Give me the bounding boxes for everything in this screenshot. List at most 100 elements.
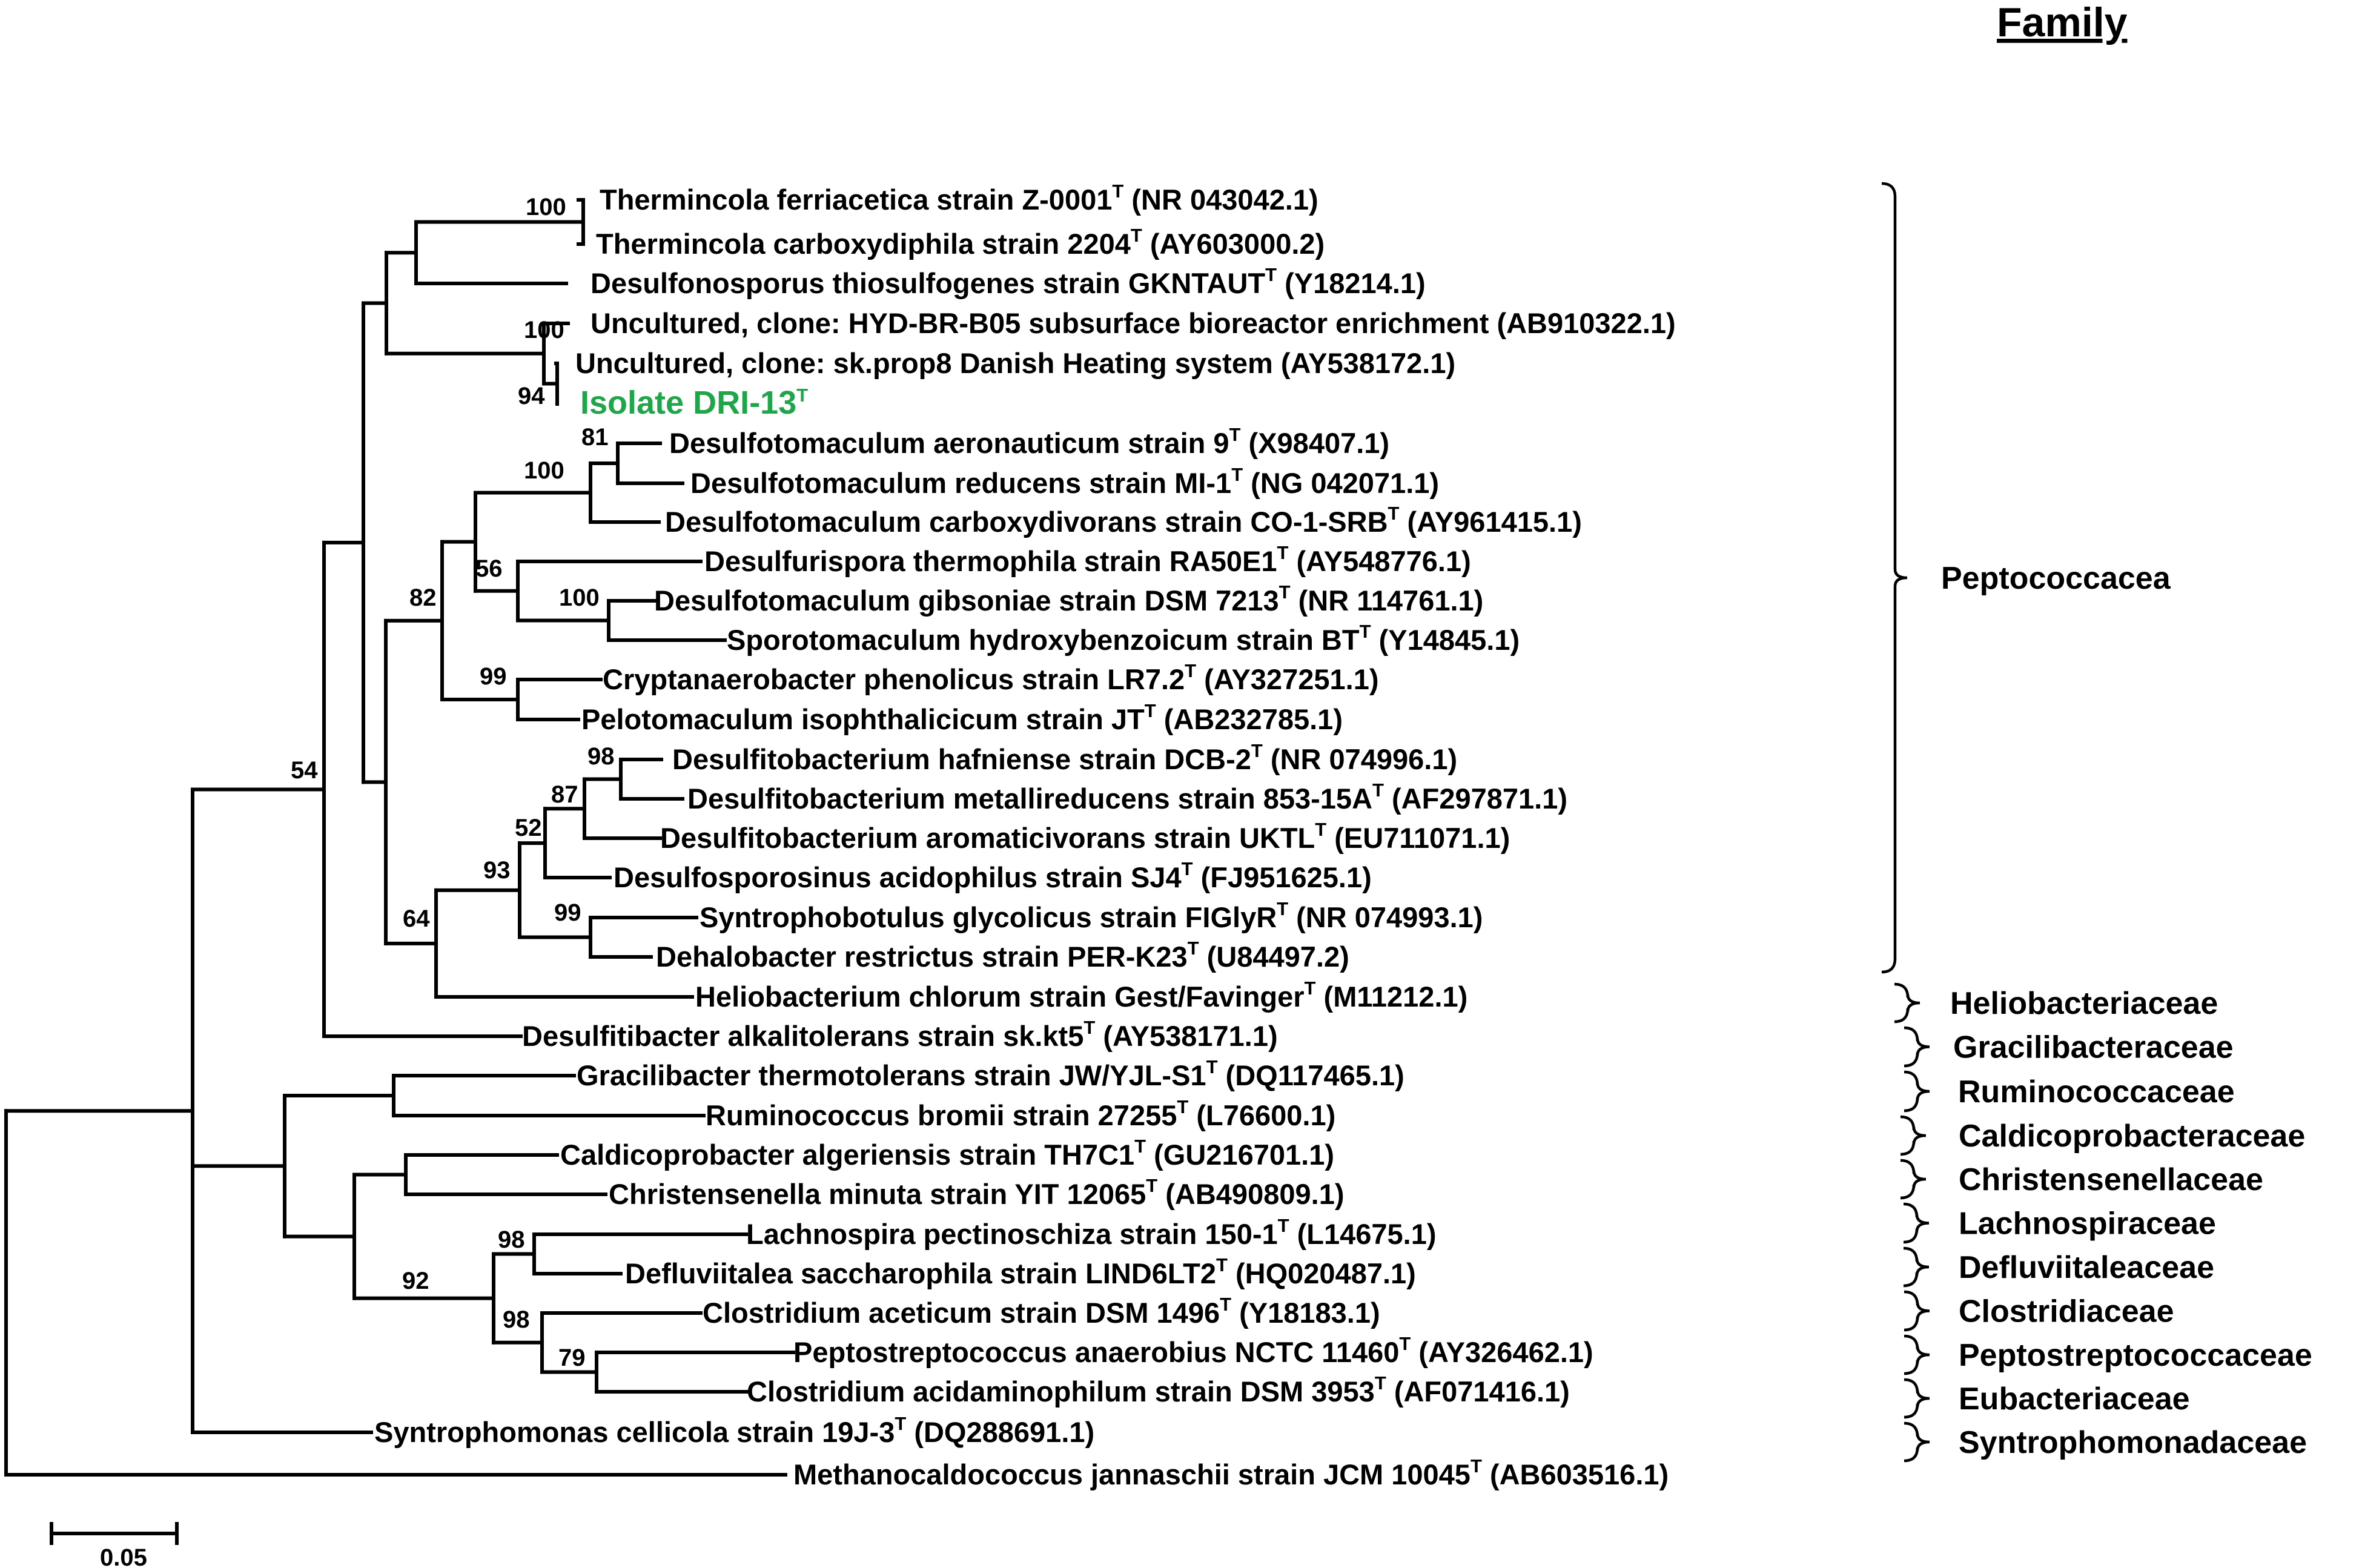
bootstrap-value: 93 [483,857,511,884]
type-strain-superscript: T [796,385,808,406]
accession-number: (AB232785.1) [1156,703,1343,735]
taxon-label: Sporotomaculum hydroxybenzoicum strain B… [727,621,1520,656]
taxon-name: Caldicoprobacter algeriensis strain TH7C… [560,1139,1134,1171]
family-brackets [1881,182,1930,1463]
taxon-label: Desulfonosporus thiosulfogenes strain GK… [590,264,1426,299]
accession-number: (L14675.1) [1289,1218,1437,1250]
accession-number: (AY603000.2) [1142,228,1325,260]
type-strain-superscript: T [1265,264,1277,285]
taxon-name: Desulfitibacter alkalitolerans strain sk… [522,1020,1083,1052]
type-strain-superscript: T [1231,464,1243,485]
taxon-name: Desulfosporosinus acidophilus strain SJ4 [614,861,1182,893]
bootstrap-value: 82 [409,584,437,611]
accession-number: (AY538172.1) [1273,347,1455,379]
taxon-label: Desulfotomaculum gibsoniae strain DSM 72… [654,581,1483,617]
scale-bar: 0.05 [50,1522,179,1568]
type-strain-superscript: T [1251,740,1263,761]
bootstrap-value: 98 [503,1306,530,1333]
bootstrap-value: 64 [403,905,430,932]
taxon-name: Heliobacterium chlorum strain Gest/Favin… [695,981,1305,1013]
taxon-name: Desulfurispora thermophila strain RA50E1 [704,545,1277,577]
family-label: Ruminococcaceae [1958,1074,2235,1110]
type-strain-superscript: T [1315,819,1326,840]
family-bracket [1904,1378,1930,1419]
family-labels: PeptococcaceaHeliobacteriaceaeGracilibac… [1941,561,2312,1460]
accession-number: (U84497.2) [1199,941,1349,973]
taxon-label: Ruminococcus bromii strain 27255T (L7660… [706,1096,1335,1131]
bootstrap-value: 100 [524,457,564,484]
accession-number: (AB603516.1) [1482,1458,1669,1490]
taxon-name: Desulfonosporus thiosulfogenes strain GK… [590,267,1265,299]
type-strain-superscript: T [1112,180,1123,202]
family-label: Peptostreptococcaceae [1959,1338,2312,1373]
taxon-label: Peptostreptococcus anaerobius NCTC 11460… [793,1333,1593,1368]
accession-number: (NR 074996.1) [1263,743,1457,775]
taxon-name: Desulfotomaculum carboxydivorans strain … [665,506,1388,538]
type-strain-superscript: T [1146,1175,1157,1196]
family-label: Caldicoprobacteraceae [1959,1119,2305,1154]
taxon-name: Pelotomaculum isophthalicicum strain JT [581,703,1145,735]
taxon-name: Desulfitobacterium aromaticivorans strai… [660,822,1315,854]
taxon-label: Thermincola carboxydiphila strain 2204T … [596,225,1325,260]
taxon-label: Desulfitobacterium hafniense strain DCB-… [672,740,1457,775]
family-bracket [1903,1246,1930,1288]
taxon-name: Methanocaldococcus jannaschii strain JCM… [793,1458,1470,1490]
taxon-label: Thermincola ferriacetica strain Z-0001T … [600,180,1318,216]
taxon-name: Syntrophobotulus glycolicus strain FIGly… [700,901,1277,933]
taxon-label: Pelotomaculum isophthalicicum strain JTT… [581,700,1343,735]
taxon-label: Caldicoprobacter algeriensis strain TH7C… [560,1136,1334,1171]
taxon-label: Dehalobacter restrictus strain PER-K23T … [656,938,1349,973]
taxon-label: Uncultured, clone: sk.prop8 Danish Heati… [575,347,1455,379]
accession-number: (FJ951625.1) [1193,861,1372,893]
taxon-label: Desulfotomaculum carboxydivorans strain … [665,503,1582,538]
family-label: Peptococcacea [1941,561,2171,596]
accession-number: (AY538171.1) [1095,1020,1277,1052]
family-label: Christensenellaceae [1959,1162,2263,1197]
taxon-label: Syntrophobotulus glycolicus strain FIGly… [700,898,1483,933]
taxon-label: Christensenella minuta strain YIT 12065T… [609,1175,1344,1210]
accession-number: (AF071416.1) [1386,1375,1570,1408]
bootstrap-values: 1001009481100561008299988752939964549892… [291,194,615,1371]
bootstrap-value: 56 [475,555,503,582]
family-bracket [1904,1070,1930,1113]
type-strain-superscript: T [1220,1294,1231,1315]
bootstrap-value: 54 [291,757,318,784]
taxon-label: Desulfotomaculum reducens strain MI-1T (… [690,464,1439,499]
taxon-name: Syntrophomonas cellicola strain 19J-3 [374,1416,895,1448]
taxon-label: Methanocaldococcus jannaschii strain JCM… [793,1455,1669,1490]
taxon-label: Heliobacterium chlorum strain Gest/Favin… [695,978,1467,1013]
taxon-name: Uncultured, clone: HYD-BR-B05 subsurface… [590,307,1489,339]
taxon-name: Clostridium aceticum strain DSM 1496 [703,1297,1220,1329]
bootstrap-value: 98 [498,1226,525,1253]
taxon-name: Desulfitobacterium metallireducens strai… [687,782,1372,815]
accession-number: (GU216701.1) [1146,1139,1334,1171]
taxon-name: Cryptanaerobacter phenolicus strain LR7.… [603,663,1185,695]
family-label: Lachnospiraceae [1959,1206,2216,1242]
accession-number: (AY548776.1) [1288,545,1470,577]
family-label: Clostridiaceae [1959,1294,2174,1329]
taxon-label: Lachnospira pectinoschiza strain 150-1T … [746,1215,1437,1250]
taxon-name: Thermincola carboxydiphila strain 2204 [596,228,1131,260]
family-bracket [1881,182,1908,974]
scale-bar-label: 0.05 [100,1544,147,1568]
bootstrap-value: 94 [518,383,545,409]
accession-number: (Y14845.1) [1371,624,1520,656]
taxon-label: Uncultured, clone: HYD-BR-B05 subsurface… [590,307,1676,339]
bootstrap-value: 99 [554,899,581,926]
taxon-name: Desulfotomaculum reducens strain MI-1 [690,467,1231,499]
bootstrap-value: 99 [480,663,507,690]
type-strain-superscript: T [1375,1372,1386,1394]
taxon-label: Clostridium aceticum strain DSM 1496T (Y… [703,1294,1380,1329]
taxon-labels: Thermincola ferriacetica strain Z-0001T … [374,180,1676,1490]
type-strain-superscript: T [1305,978,1316,999]
type-strain-superscript: T [1229,424,1241,445]
type-strain-superscript: T [1083,1017,1095,1038]
family-bracket [1904,1290,1930,1332]
accession-number: (AY327251.1) [1196,663,1378,695]
bootstrap-value: 98 [587,743,615,770]
type-strain-superscript: T [1216,1254,1228,1275]
bootstrap-value: 100 [559,584,600,611]
accession-number: (AY961415.1) [1399,506,1581,538]
taxon-name: Desulfotomaculum aeronauticum strain 9 [669,427,1229,459]
accession-number: (M11212.1) [1315,981,1467,1013]
